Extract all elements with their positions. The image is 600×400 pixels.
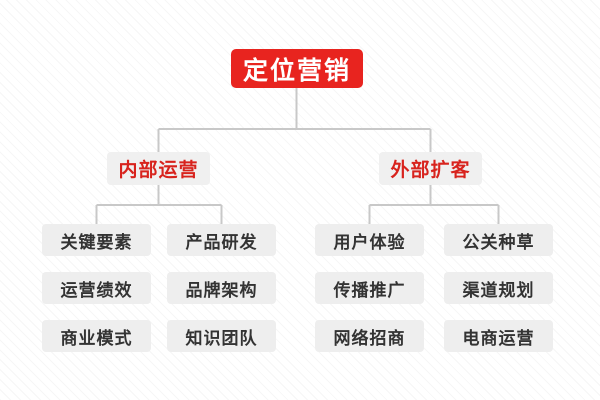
leaf-node[interactable]: 品牌架构 — [167, 272, 276, 304]
leaf-node[interactable]: 电商运营 — [444, 320, 553, 352]
leaf-node[interactable]: 关键要素 — [42, 224, 151, 256]
leaf-node[interactable]: 网络招商 — [315, 320, 424, 352]
leaf-node[interactable]: 公关种草 — [444, 224, 553, 256]
leaf-node[interactable]: 传播推广 — [315, 272, 424, 304]
leaf-node[interactable]: 产品研发 — [167, 224, 276, 256]
leaf-node[interactable]: 用户体验 — [315, 224, 424, 256]
root-node[interactable]: 定位营销 — [231, 49, 363, 88]
branch-node-internal-operations[interactable]: 内部运营 — [107, 152, 210, 185]
branch-node-external-expansion[interactable]: 外部扩客 — [379, 152, 482, 185]
leaf-node[interactable]: 渠道规划 — [444, 272, 553, 304]
leaf-node[interactable]: 运营绩效 — [42, 272, 151, 304]
leaf-node[interactable]: 知识团队 — [167, 320, 276, 352]
leaf-node[interactable]: 商业模式 — [42, 320, 151, 352]
